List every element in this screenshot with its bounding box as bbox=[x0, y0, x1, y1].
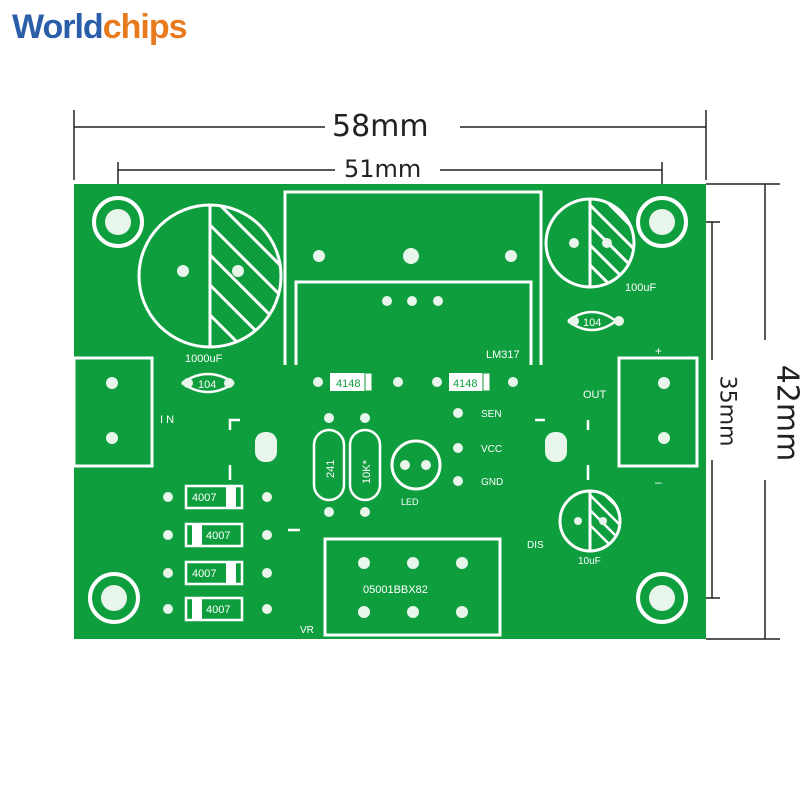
label-out: OUT bbox=[583, 389, 607, 401]
pcb-board bbox=[74, 184, 706, 639]
label-diode-2: 4148 bbox=[453, 378, 477, 390]
regulator-outline bbox=[283, 190, 543, 365]
label-ceramic-2: 104 bbox=[583, 317, 601, 329]
led-footprint bbox=[390, 439, 442, 491]
label-res-1: 241 bbox=[325, 460, 337, 478]
label-rect-2: 4007 bbox=[206, 530, 230, 542]
signal-diodes bbox=[313, 372, 518, 392]
dimension-width-outer: 58mm bbox=[328, 112, 433, 142]
label-diode-1: 4148 bbox=[336, 378, 360, 390]
regulator-holes bbox=[313, 248, 517, 306]
label-ceramic-1: 104 bbox=[198, 379, 216, 391]
dimension-width-inner: 51mm bbox=[340, 157, 426, 181]
label-cap-large: 1000uF bbox=[185, 353, 223, 365]
silk-brackets bbox=[228, 418, 590, 532]
label-in: I N bbox=[160, 414, 174, 426]
resistors bbox=[312, 428, 382, 502]
label-rect-3: 4007 bbox=[192, 568, 216, 580]
brand-logo-part1: World bbox=[12, 8, 104, 46]
dimension-lines bbox=[73, 110, 780, 640]
label-plus: + bbox=[655, 344, 662, 358]
label-rect-1: 4007 bbox=[192, 492, 216, 504]
dimension-height-inner: 35mm bbox=[714, 372, 739, 450]
dimension-height-outer: 42mm bbox=[769, 360, 800, 466]
brand-logo: Worldchips bbox=[12, 8, 188, 47]
mounting-holes bbox=[88, 196, 688, 624]
label-led: LED bbox=[401, 497, 419, 507]
capacitor-10uf bbox=[558, 489, 622, 553]
potentiometer bbox=[323, 537, 502, 637]
label-gnd: GND bbox=[481, 477, 503, 488]
rectifier-diodes bbox=[163, 484, 272, 622]
slot-right bbox=[545, 432, 567, 462]
output-terminal bbox=[617, 356, 699, 468]
label-cap-top-right: 100uF bbox=[625, 282, 656, 294]
label-minus: – bbox=[655, 475, 662, 489]
label-pot-code: 05001BBX82 bbox=[363, 584, 428, 596]
input-terminal bbox=[72, 356, 154, 468]
label-cap-small: 10uF bbox=[578, 556, 601, 567]
label-sen: SEN bbox=[481, 409, 502, 420]
brand-logo-part2: chips bbox=[102, 8, 188, 46]
label-rect-4: 4007 bbox=[206, 604, 230, 616]
label-res-2: 10K* bbox=[361, 459, 373, 484]
label-vcc: VCC bbox=[481, 444, 502, 455]
label-vr: VR bbox=[300, 625, 314, 636]
label-dis: DIS bbox=[527, 540, 544, 551]
slot-left bbox=[255, 432, 277, 462]
label-regulator: LM317 bbox=[486, 349, 520, 361]
